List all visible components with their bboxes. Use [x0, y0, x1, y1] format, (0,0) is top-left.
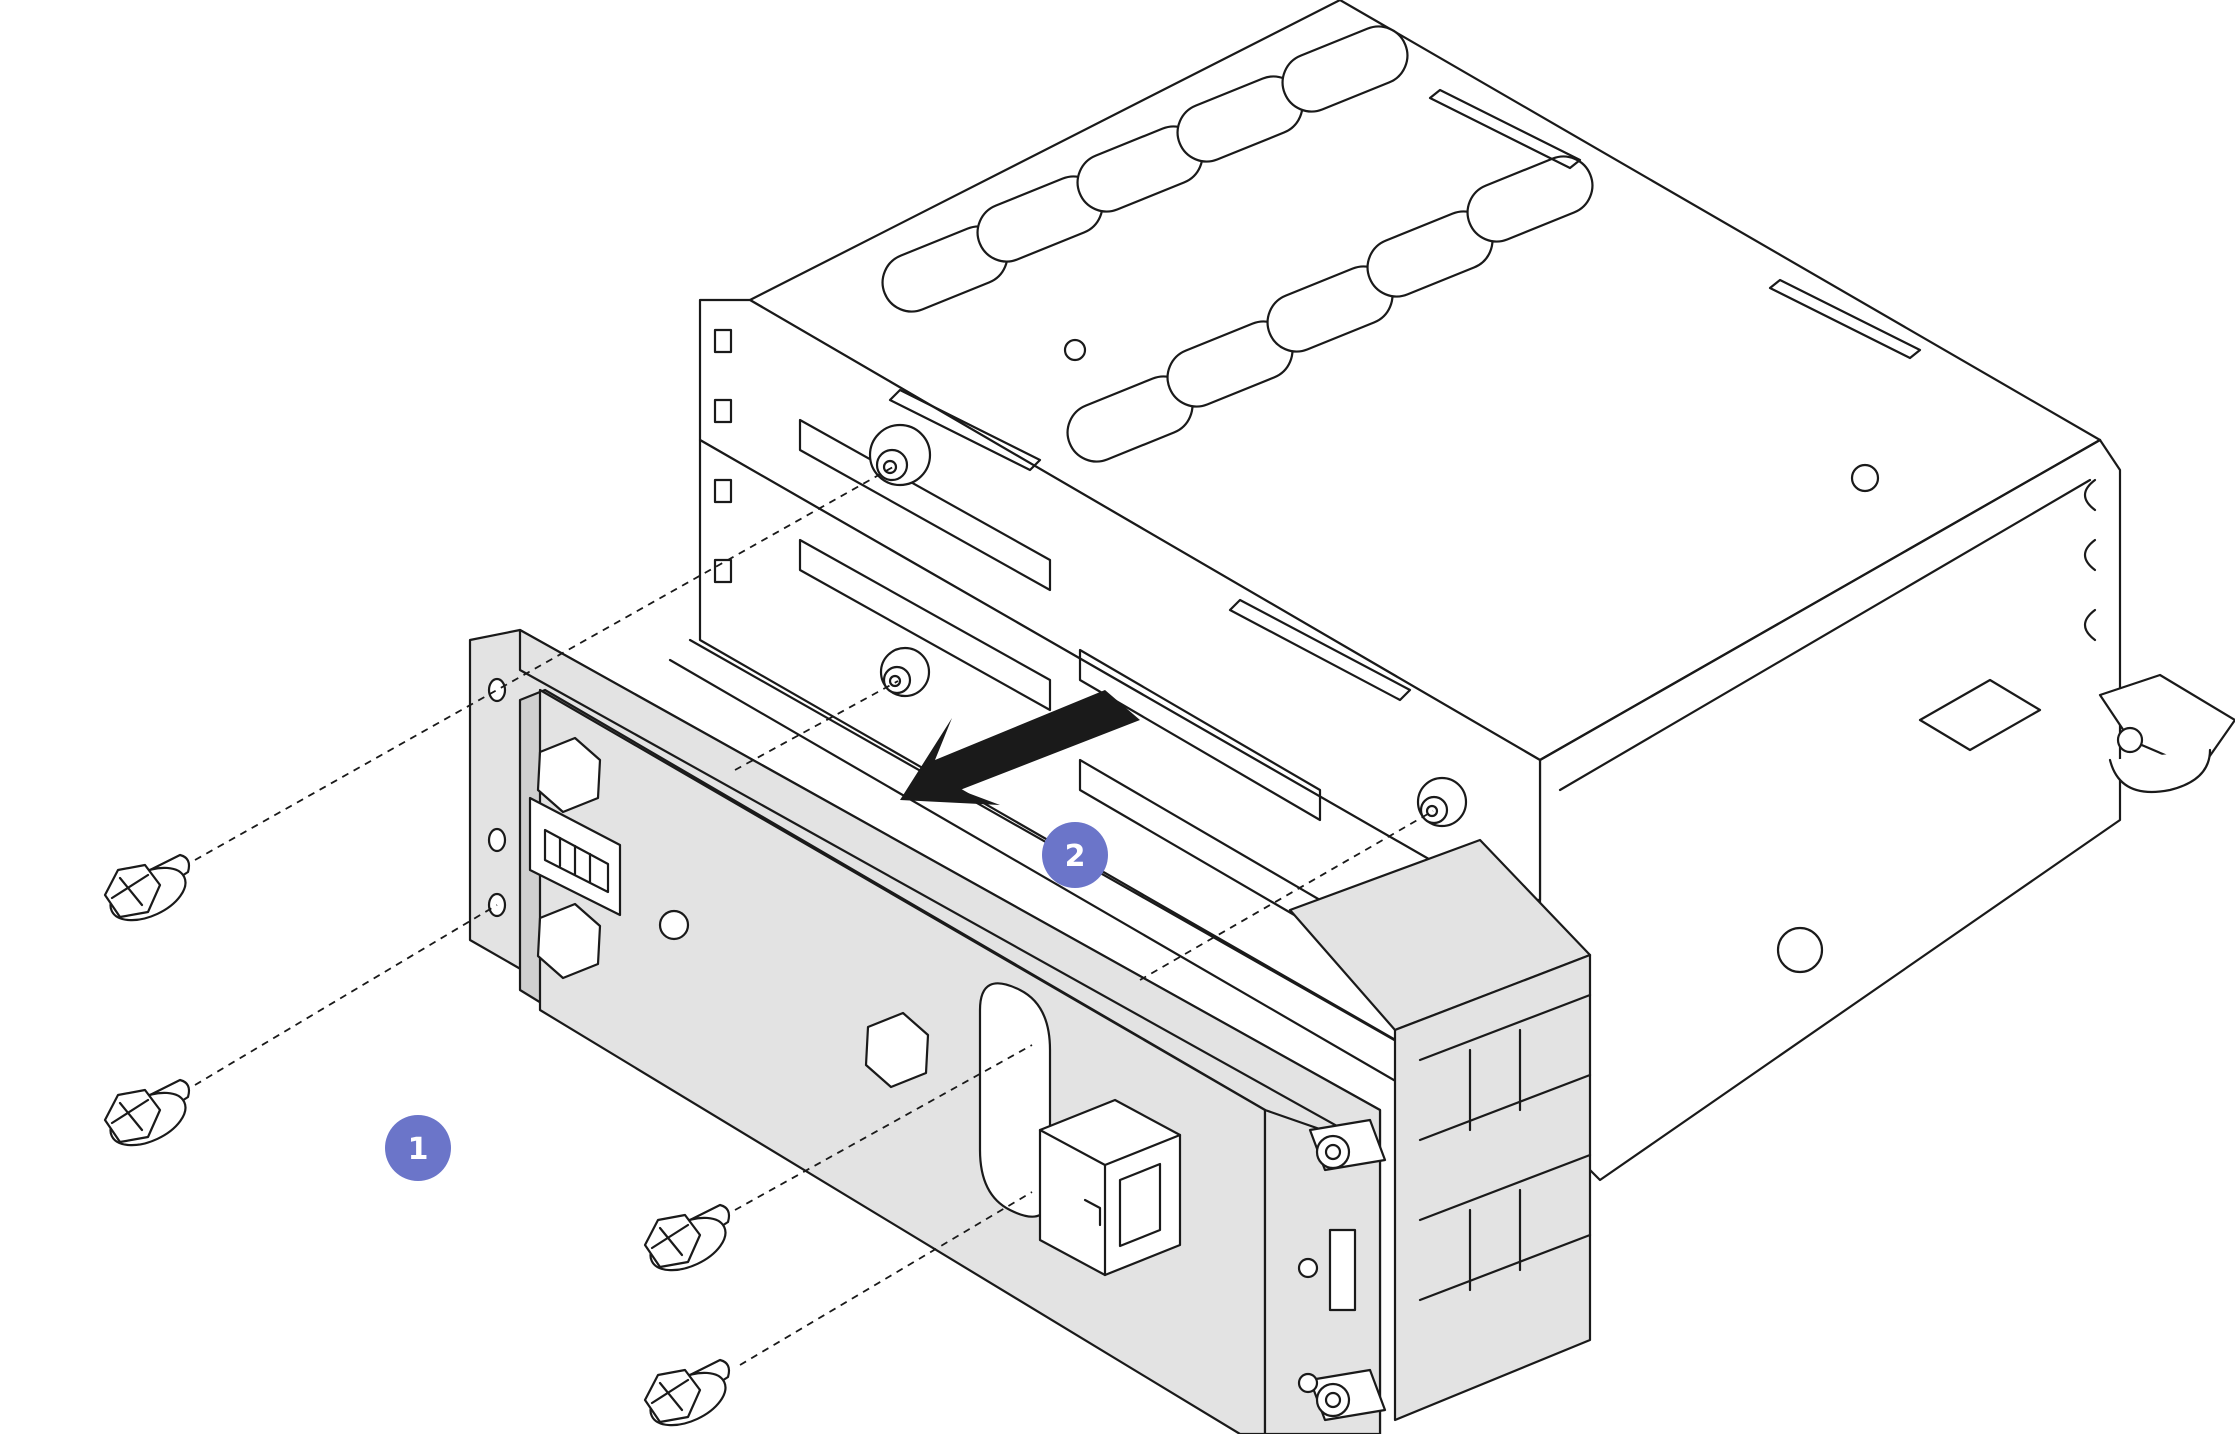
callout-step-2-label: 2 [1065, 839, 1086, 874]
screw-icon [103, 853, 191, 922]
screw-icon [103, 1078, 191, 1147]
callout-step-2: 2 [1042, 822, 1108, 888]
screw-icon [643, 1358, 731, 1427]
drive-cage [668, 0, 2235, 1182]
bracket-clip-top [1308, 1118, 1387, 1172]
hex-nut-2 [536, 902, 602, 980]
standoff-1 [868, 423, 932, 487]
standoff-2 [879, 646, 931, 698]
alignment-lines [194, 466, 1434, 1366]
standoff-3 [1416, 776, 1468, 828]
large-connector [1038, 1098, 1182, 1277]
direction-arrow-icon [900, 690, 1140, 805]
backplane-bracket [468, 628, 1592, 1434]
small-connector [528, 796, 622, 917]
screw-icon [643, 1203, 731, 1272]
bracket-clip-bottom [1308, 1368, 1387, 1422]
hex-nut-1 [536, 736, 602, 814]
callout-step-1-label: 1 [408, 1132, 429, 1167]
callout-step-1: 1 [385, 1115, 451, 1181]
heatsink [1288, 838, 1592, 1422]
hex-nut-3 [864, 1011, 930, 1089]
